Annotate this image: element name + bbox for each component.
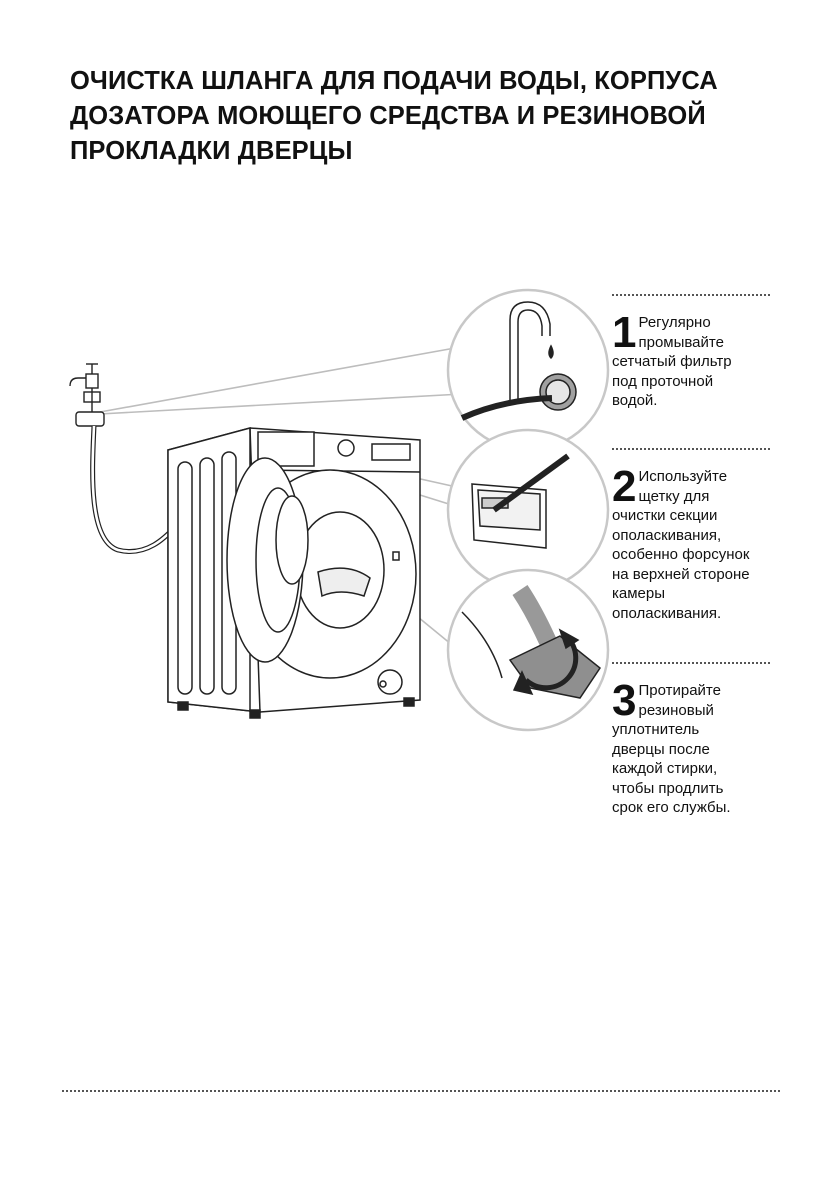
separator [612,662,770,664]
door-seal-detail [461,585,602,699]
water-tap-icon [69,363,105,427]
page-title: ОЧИСТКА ШЛАНГА ДЛЯ ПОДАЧИ ВОДЫ, КОРПУСА … [70,67,718,165]
step-2: 2 Используйте щетку для очистки секции о… [612,462,782,623]
separator [612,294,770,296]
dispenser-detail [471,453,570,549]
footer-separator [62,1090,780,1092]
separator [612,448,770,450]
step-text: Используйте щетку для очистки секции опо… [612,468,750,622]
step-number: 3 [612,676,637,725]
step-1: 1 Регулярно промывайте сетчатый фильтр п… [612,308,782,411]
step-text: Протирайте резиновый уплотнитель дверцы … [612,682,731,816]
washing-machine-icon [167,427,421,719]
step-text: Регулярно промывайте сетчатый фильтр под… [612,314,732,409]
water-hose [90,425,180,554]
step-number: 2 [612,462,637,511]
filter-rinse-detail [460,301,577,421]
step-3: 3 Протирайте резиновый уплотнитель дверц… [612,676,782,818]
step-number: 1 [612,308,637,357]
